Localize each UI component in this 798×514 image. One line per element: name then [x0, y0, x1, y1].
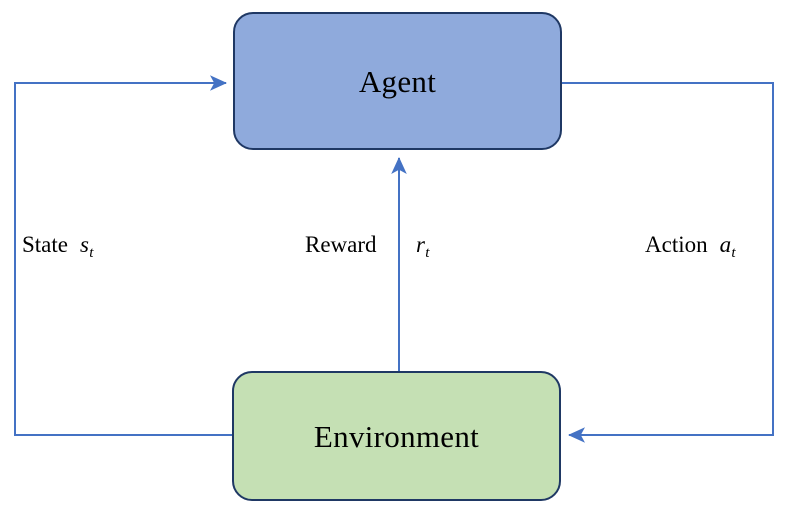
agent-node-label: Agent [358, 63, 437, 99]
state-variable-base: s [80, 232, 89, 257]
reward-variable-wrapper: rt [416, 232, 429, 260]
action-arrow-path [562, 82, 774, 443]
reward-label-text: Reward [305, 232, 377, 257]
action-variable-subscript: t [731, 243, 736, 261]
state-label-text: State [22, 232, 68, 257]
state-arrow-path [14, 75, 232, 436]
reward-variable-subscript: t [425, 243, 430, 261]
action-variable-base: a [719, 232, 732, 257]
state-variable-subscript: t [89, 243, 94, 261]
state-variable: st [80, 232, 93, 260]
reward-edge-label: Reward [305, 233, 377, 256]
environment-node-label: Environment [313, 418, 480, 454]
reward-variable-base: r [416, 232, 425, 257]
action-variable: at [719, 232, 736, 260]
reward-variable: rt [416, 232, 429, 260]
environment-node[interactable]: Environment [232, 371, 561, 501]
agent-node[interactable]: Agent [233, 12, 562, 150]
action-label-text: Action [645, 232, 708, 257]
